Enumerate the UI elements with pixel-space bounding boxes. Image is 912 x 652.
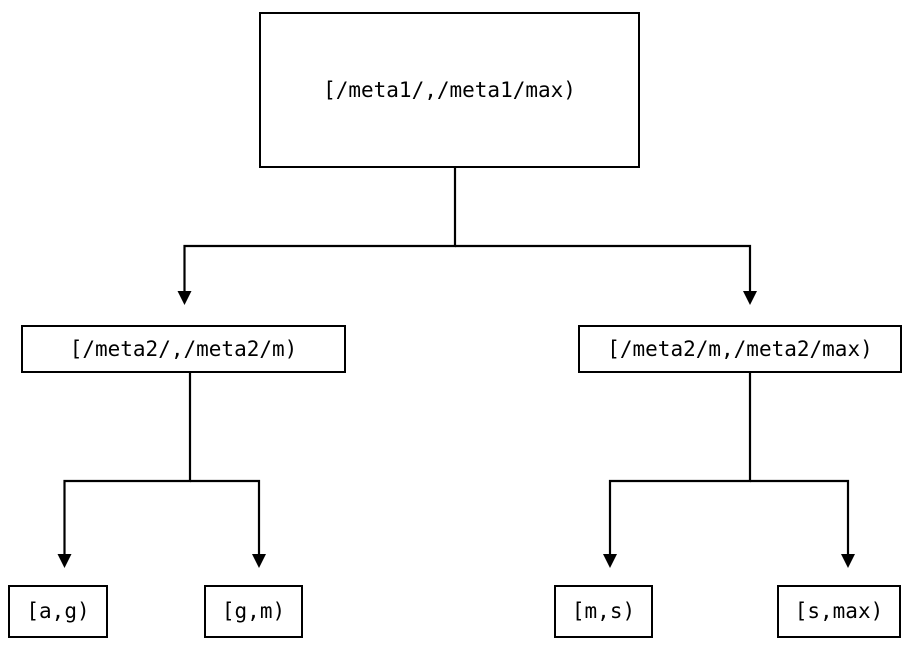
arrowhead-mid-right-to-leaf-3 [841, 554, 855, 568]
tree-node-leaf: [m,s) [554, 585, 653, 638]
tree-node-root: [/meta1/,/meta1/max) [259, 12, 640, 168]
edge-mid-left-to-leaf-1 [190, 479, 261, 555]
tree-node-leaf: [a,g) [8, 585, 108, 638]
tree-node-mid-left-label: [/meta2/,/meta2/m) [69, 336, 298, 361]
edge-mid-left-to-leaf-0 [63, 373, 192, 555]
arrowhead-mid-left-to-leaf-1 [252, 554, 266, 568]
arrowhead-root-to-mid-right [743, 291, 757, 305]
tree-node-leaf: [s,max) [777, 585, 901, 638]
tree-node-leaf-label: [a,g) [26, 599, 90, 623]
edge-mid-right-to-leaf-2 [608, 373, 752, 555]
tree-node-mid-left: [/meta2/,/meta2/m) [21, 325, 346, 373]
arrowhead-mid-right-to-leaf-2 [603, 554, 617, 568]
tree-node-leaf-label: [m,s) [571, 599, 636, 623]
edge-root-to-mid-right [455, 244, 752, 292]
edge-root-to-mid-left [183, 168, 457, 292]
tree-node-root-label: [/meta1/,/meta1/max) [323, 77, 576, 102]
edge-mid-right-to-leaf-3 [750, 479, 850, 555]
tree-node-leaf-label: [s,max) [794, 599, 884, 623]
arrowhead-mid-left-to-leaf-0 [57, 554, 72, 568]
tree-node-leaf: [g,m) [204, 585, 303, 638]
tree-node-mid-right-label: [/meta2/m,/meta2/max) [607, 336, 873, 361]
tree-node-mid-right: [/meta2/m,/meta2/max) [578, 325, 902, 373]
tree-node-leaf-label: [g,m) [221, 599, 286, 623]
arrowhead-root-to-mid-left [177, 291, 192, 305]
